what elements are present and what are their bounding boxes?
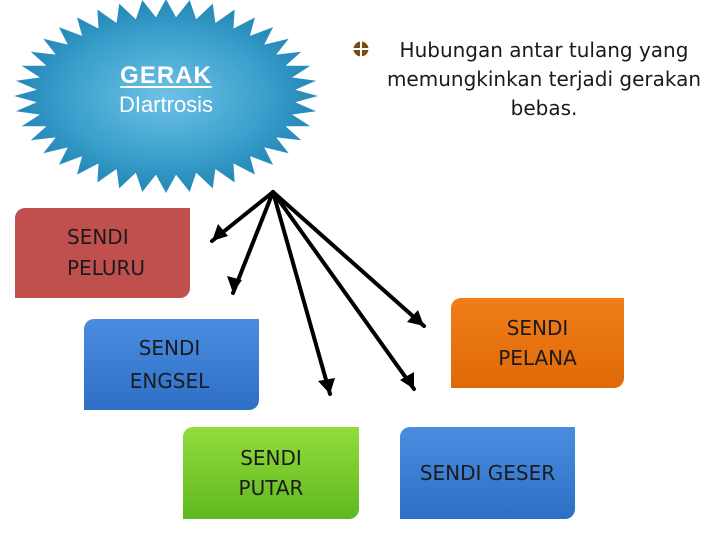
- arrow-to-putar: [271, 190, 332, 396]
- sendi-geser-box: SENDI GESER: [400, 427, 575, 519]
- arrowhead-engsel: [227, 276, 242, 293]
- burst-subtitle: DIartrosis: [118, 92, 214, 117]
- description-text: Hubungan antar tulang yang memungkinkan …: [386, 38, 702, 120]
- arrowhead-putar: [318, 378, 335, 394]
- description-bullet: Hubungan antar tulang yang memungkinkan …: [352, 36, 718, 123]
- bullet-icon: [353, 41, 369, 57]
- arrow-to-pelana: [271, 190, 426, 328]
- arrowhead-geser: [400, 372, 414, 389]
- sendi-geser-label: SENDI GESER: [419, 461, 556, 485]
- arrow-to-engsel: [231, 190, 275, 295]
- burst-title: GERAK: [120, 62, 212, 89]
- arrowhead-pelana: [407, 310, 424, 326]
- burst-label: GERAK DIartrosis: [40, 62, 292, 118]
- arrowhead-peluru: [212, 224, 228, 241]
- arrow-to-geser: [271, 190, 416, 391]
